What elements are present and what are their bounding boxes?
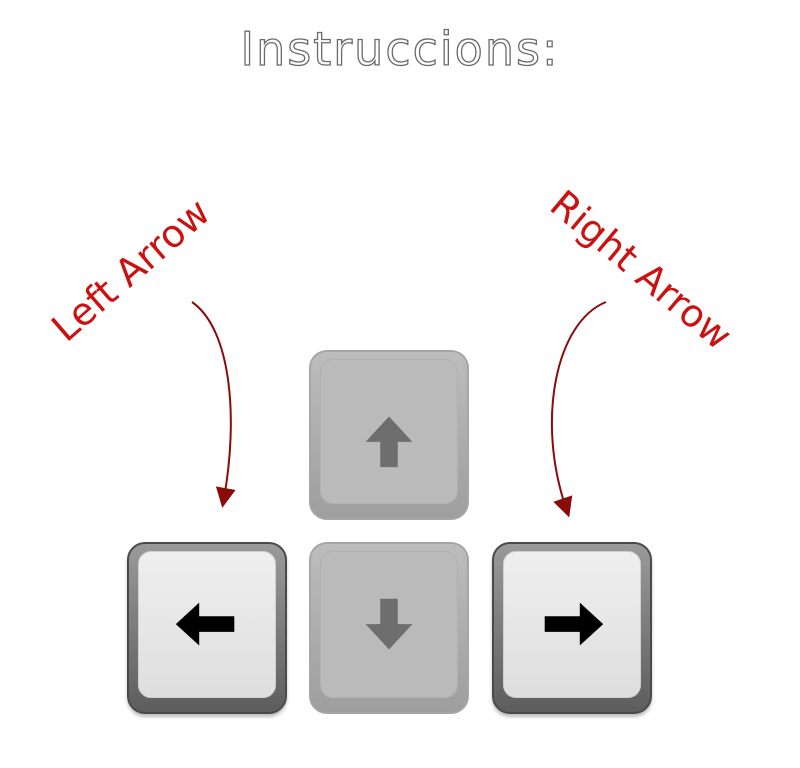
arrow-left-icon [175, 602, 235, 646]
arrow-down-icon [365, 598, 413, 650]
left-pointer-curve [191, 301, 236, 508]
arrow-up-icon [365, 416, 413, 468]
arrow-right-icon [544, 602, 604, 646]
up-arrow-key[interactable] [309, 350, 469, 520]
right-arrow-key[interactable] [492, 542, 652, 714]
down-arrow-key[interactable] [309, 542, 469, 714]
instructions-title: Instruccions: [240, 21, 560, 76]
left-arrow-key[interactable] [127, 542, 287, 714]
right-pointer-curve [550, 301, 607, 518]
